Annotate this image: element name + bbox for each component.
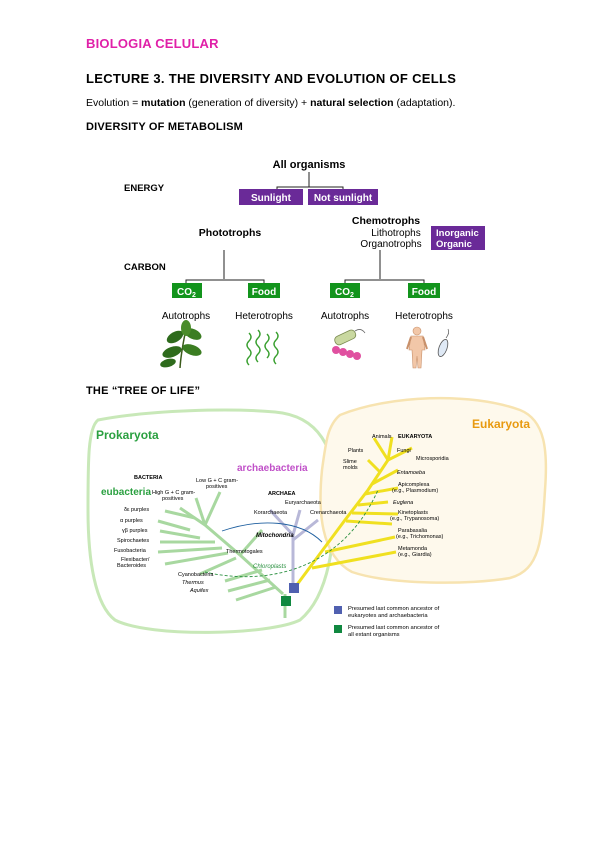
eukaryota-branches <box>294 436 413 587</box>
tree-of-life-diagram: Prokaryota Eukaryota archaebacteria euba… <box>86 396 548 638</box>
human-icon <box>406 326 428 369</box>
flexibacter-label: Flexibacter/Bacteroides <box>117 557 150 569</box>
bacteria-icon <box>332 329 366 360</box>
chloroplasts-label: Chloroplasts <box>253 564 286 570</box>
tree-heading: THE “TREE OF LIFE” <box>86 385 201 397</box>
archaea-leaf-labels: Euryarchaeota Korarchaeota Crenarchaeota <box>254 500 347 516</box>
prokaryota-region <box>86 408 337 634</box>
autotrophs-chemo-label: Autotrophs <box>321 311 369 322</box>
eukaryota-small-label: EUKARYOTA <box>398 434 432 440</box>
highgc-label: High G + C gram-positives <box>152 490 195 502</box>
course-title: BIOLOGIA CELULAR <box>86 36 219 51</box>
lecture-title: LECTURE 3. THE DIVERSITY AND EVOLUTION O… <box>86 71 457 86</box>
plants-label: Plants <box>348 448 364 454</box>
prokaryota-label: Prokaryota <box>96 428 159 442</box>
fungi-label: Fungi <box>397 448 411 454</box>
inorganic-label: Inorganic <box>436 228 479 239</box>
food-label-chemo: Food <box>412 287 436 298</box>
evolution-definition: Evolution = mutation (generation of dive… <box>86 97 455 109</box>
co2-label-photo: CO2 <box>177 287 196 299</box>
inorganic-organic-box <box>431 226 485 250</box>
delta-purples-label: δε purples <box>124 507 149 513</box>
bacteria-small-label: BACTERIA <box>134 475 162 481</box>
gammabeta-purples-label: γβ purples <box>122 528 148 534</box>
eukaryota-label: Eukaryota <box>472 417 530 431</box>
alpha-purples-label: α purples <box>120 518 143 524</box>
not-sunlight-label: Not sunlight <box>314 193 373 204</box>
co2-box-photo <box>172 283 202 298</box>
mitochondria-label: Mitochondria <box>256 533 294 539</box>
apicomplexa-label: Apicomplexa(e.g., Plasmodium) <box>392 482 438 494</box>
mutation-desc: (generation of diversity) + <box>185 97 311 109</box>
microsporidia-label: Microsporidia <box>416 456 450 462</box>
all-organisms-ancestor-box <box>281 596 291 606</box>
euryarchaeota-label: Euryarchaeota <box>285 500 322 506</box>
lithotrophs-label: Lithotrophs <box>371 228 420 239</box>
thermus-label: Thermus <box>182 580 204 586</box>
archaea-branches <box>268 508 319 586</box>
chloroplasts-arrow <box>204 489 379 578</box>
legend-green-swatch <box>334 625 342 633</box>
co2-label-chemo: CO2 <box>335 287 354 299</box>
korarchaeota-label: Korarchaeota <box>254 510 288 516</box>
sunlight-label: Sunlight <box>251 193 292 204</box>
fusobacteria-label: Fusobacteria <box>114 548 147 554</box>
bacteria-branches <box>157 491 285 602</box>
organic-label: Organic <box>436 239 472 250</box>
eukaryota-leaf-labels: Animals Plants Fungi Microsporidia Slime… <box>343 434 450 558</box>
metamonda-label: Metamonda(e.g., Giardia) <box>398 546 432 558</box>
animals-label: Animals <box>372 434 392 440</box>
kinetoplasts-label: Kinetoplasts(e.g., Trypanosoma) <box>390 510 439 522</box>
not-sunlight-box <box>308 189 378 205</box>
plant-icon <box>160 320 202 369</box>
heterotrophs-chemo-label: Heterotrophs <box>395 311 453 322</box>
autotrophs-photo-label: Autotrophs <box>162 311 210 322</box>
energy-label: ENERGY <box>124 183 165 194</box>
cyanobacteria-label: Cyanobacteria <box>178 572 214 578</box>
eubacteria-label: eubacteria <box>101 487 151 498</box>
archaebacteria-label: archaebacteria <box>237 463 308 474</box>
eukaryote-archaea-ancestor-box <box>289 583 299 593</box>
archaea-small-label: ARCHAEA <box>268 491 296 497</box>
sunlight-box <box>239 189 303 205</box>
metabolism-heading: DIVERSITY OF METABOLISM <box>86 121 243 133</box>
metabolism-diagram: All organisms ENERGY CARBON Sunlight Not… <box>124 159 485 369</box>
legend-blue-swatch <box>334 606 342 614</box>
evolution-prefix: Evolution = <box>86 97 142 109</box>
parabasalia-label: Parabasalia(e.g., Trichomonas) <box>396 528 444 540</box>
food-label-photo: Food <box>252 287 276 298</box>
food-box-chemo <box>408 283 440 298</box>
mitochondria-arrow <box>221 522 323 543</box>
bacteria-leaf-labels: Low G + C gram-positives High G + C gram… <box>114 478 263 594</box>
carbon-label: CARBON <box>124 262 166 273</box>
co2-box-chemo <box>330 283 360 298</box>
food-box-photo <box>248 283 280 298</box>
phototrophs-label: Phototrophs <box>199 227 262 239</box>
algae-icon <box>246 329 279 366</box>
chemotrophs-label: Chemotrophs <box>352 215 420 227</box>
heterotrophs-photo-label: Heterotrophs <box>235 311 293 322</box>
crenarchaeota-label: Crenarchaeota <box>310 510 347 516</box>
natural-selection-term: natural selection <box>310 97 394 109</box>
lowgc-label: Low G + C gram-positives <box>196 478 238 490</box>
euglena-label: Euglena <box>393 500 413 506</box>
aquifex-label: Aquifex <box>189 588 209 594</box>
thermotogales-label: Thermotogales <box>226 549 263 555</box>
root-label: All organisms <box>273 159 346 171</box>
natural-selection-desc: (adaptation). <box>393 97 456 109</box>
mutation-term: mutation <box>141 97 186 109</box>
entamoeba-label: Entamoeba <box>397 470 425 476</box>
protist-icon <box>437 328 450 357</box>
spirochaetes-label: Spirochaetes <box>117 538 149 544</box>
organotrophs-label: Organotrophs <box>360 239 421 250</box>
